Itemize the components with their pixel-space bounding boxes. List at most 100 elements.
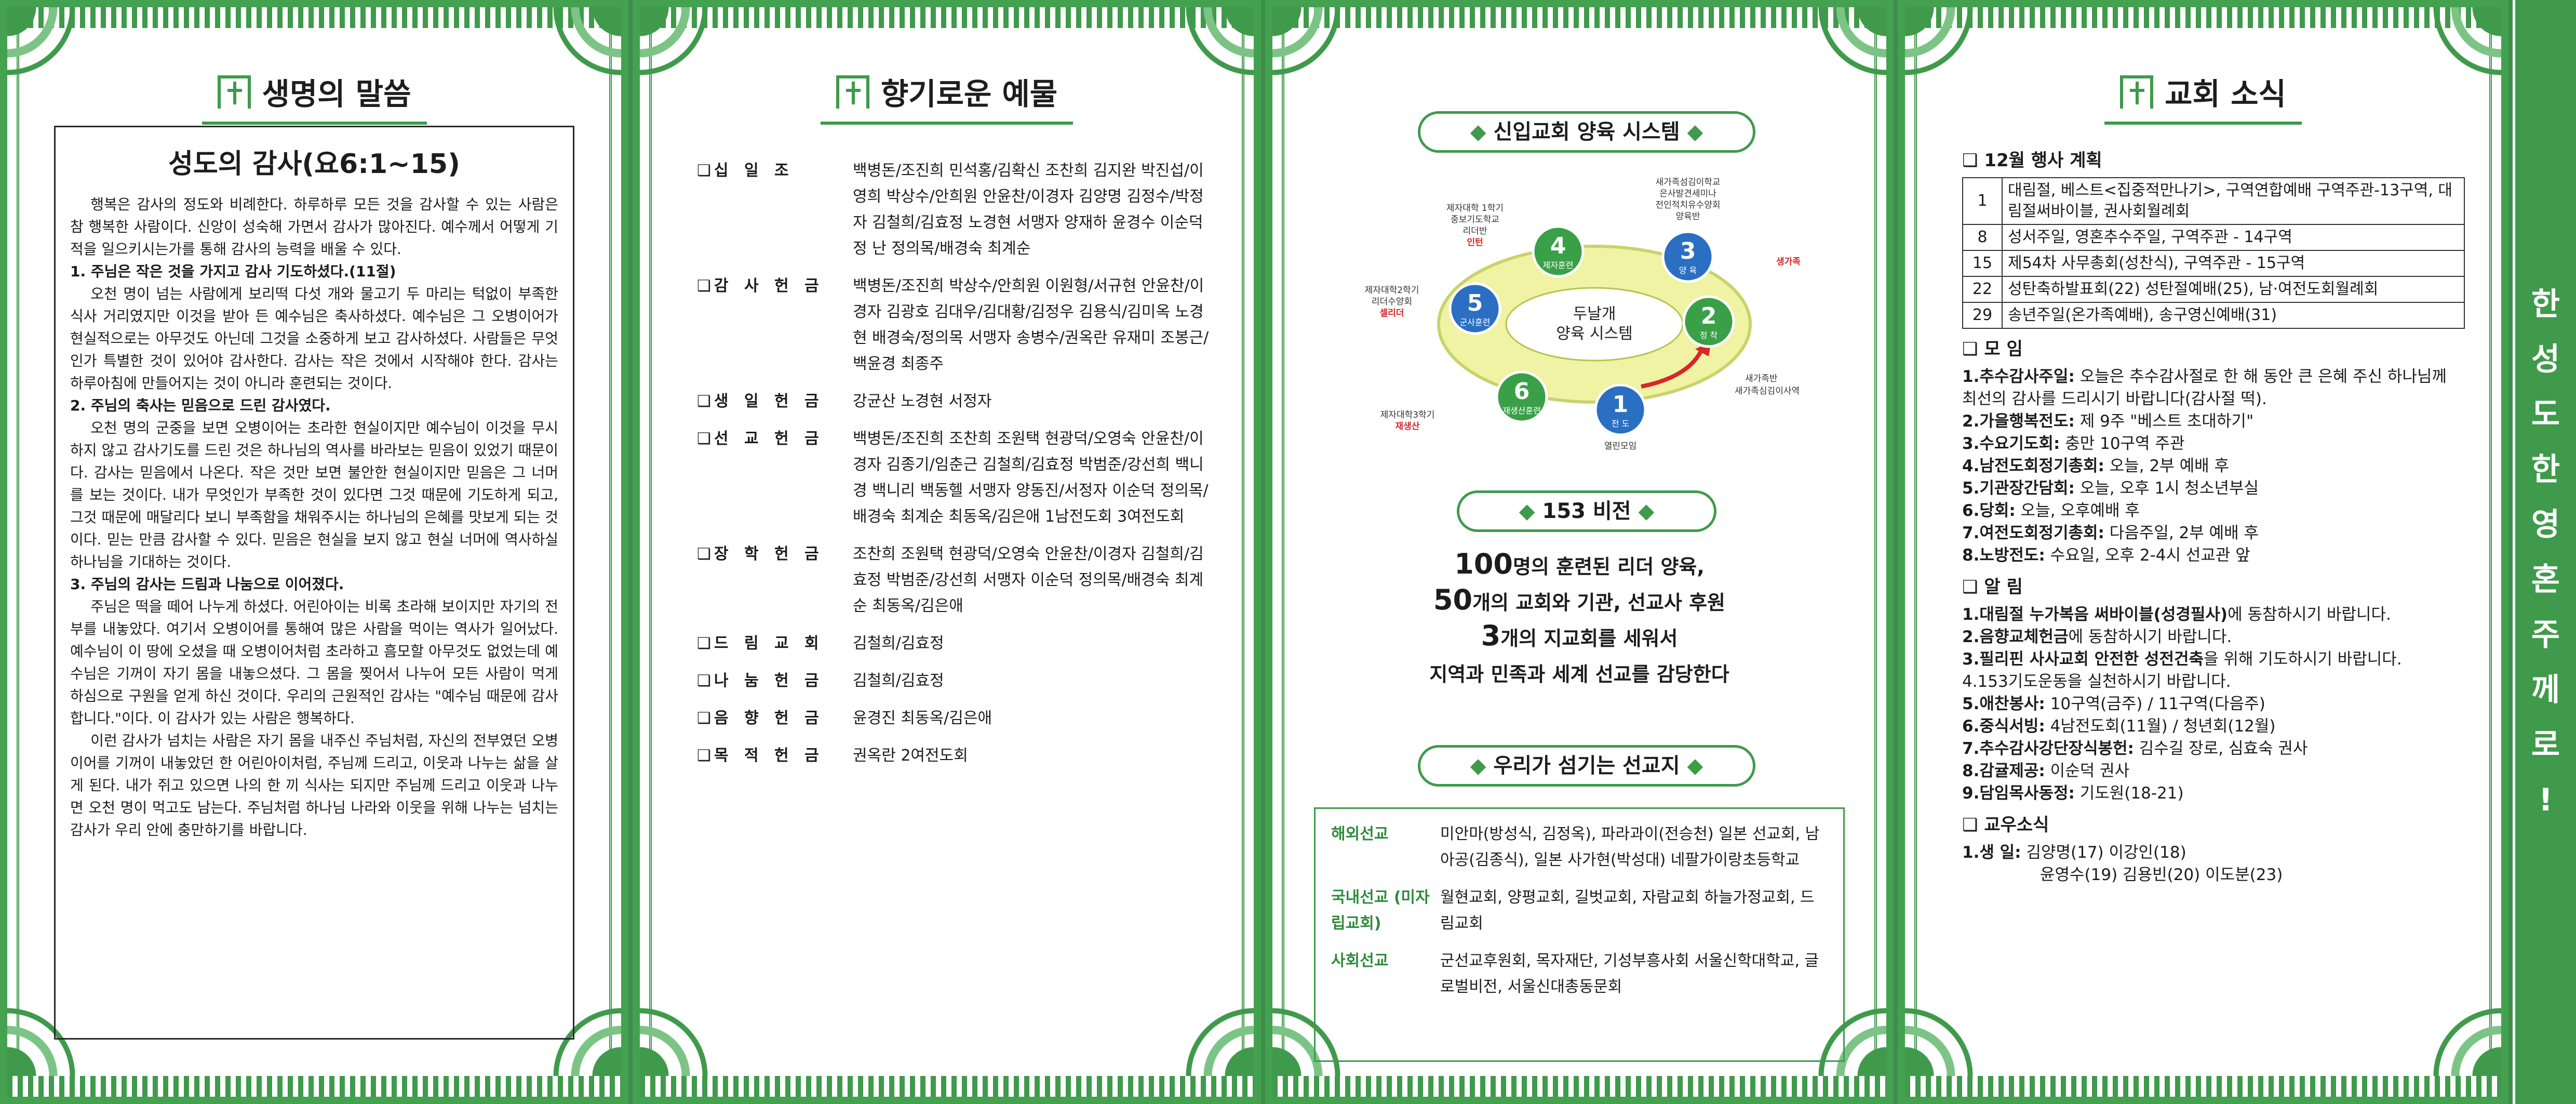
notice-item: 1.대림절 누가복음 써바이블(성경필사)에 동참하시기 바랍니다.: [1962, 604, 2465, 626]
annotation: 리더수양회: [1372, 297, 1412, 307]
notice-text: 을 위해 기도하시기 바랍니다.: [2204, 650, 2402, 669]
offering-label: 생 일 헌 금: [697, 389, 853, 415]
event-day: 8: [1962, 224, 2003, 251]
cross-icon: [2120, 75, 2154, 109]
node-number: 2: [1701, 303, 1717, 329]
vision-number: 3: [1481, 619, 1501, 652]
notice-label: 8.감귤제공:: [1962, 762, 2045, 780]
meeting-item: 4.남전도회정기총회: 오늘, 2부 예배 후: [1962, 455, 2465, 477]
meeting-item: 8.노방전도: 수요일, 오후 2-4시 선교관 앞: [1962, 544, 2465, 567]
mission-label: 국내선교 (미자립교회): [1331, 888, 1430, 933]
notice-label: 5.애찬봉사:: [1962, 695, 2045, 713]
event-day: 15: [1962, 250, 2003, 277]
meeting-label: 5.기관장간담회:: [1962, 479, 2075, 498]
birthday-names-1: 김양명(17) 이강인(18): [2026, 843, 2186, 862]
offering-label: 선 교 헌 금: [697, 426, 853, 530]
offering-names: 조찬희 조원택 현광덕/오영숙 안윤찬/이경자 김철희/김효정 박범준/강선희 …: [853, 545, 1204, 615]
node-circle: [1532, 225, 1585, 278]
vision-title-pill: ◆153 비전◆: [1457, 490, 1716, 532]
corner-ornament: [640, 967, 749, 1076]
offering-names: 권옥란 2여전도회: [853, 747, 968, 765]
offering-names: 백병돈/조진희 민석홍/김확신 조찬희 김지완 박진섭/이영희 박상수/안희원 …: [853, 162, 1204, 258]
event-text: 제54차 사무총회(성찬식), 구역주관 - 15구역: [2002, 250, 2465, 277]
notice-text: 4.153기도운동을 실천하시기 바랍니다.: [1962, 672, 2231, 691]
offering-label: 감 사 헌 금: [697, 273, 853, 377]
vision-text: 개의 지교회를 세워서: [1500, 627, 1678, 650]
notice-text: 에 동참하시기 바랍니다.: [2228, 605, 2391, 624]
mission-title-pill: ◆우리가 섬기는 선교지◆: [1418, 745, 1755, 787]
center-label-2: 양육 시스템: [1556, 325, 1633, 343]
event-text: 성탄축하발표회(22) 성탄절예배(25), 남·여전도회월례회: [2002, 276, 2465, 303]
event-text: 성서주일, 영혼추수주일, 구역주관 - 14구역: [2002, 224, 2465, 251]
sermon-heading: 2. 주님의 축사는 믿음으로 드린 감사였다.: [70, 397, 331, 414]
annotation: 제자대학2학기: [1365, 285, 1419, 296]
notice-label: 1.대림절 누가복음 써바이블(성경필사): [1962, 605, 2228, 624]
sermon-paragraph: 오천 명의 군중을 보면 오병이어는 초라한 현실이지만 예수님이 이것을 무시…: [70, 419, 558, 570]
notice-item: 3.필리핀 사사교회 안전한 성전건축을 위해 기도하시기 바랍니다.: [1962, 648, 2465, 671]
node-number: 4: [1550, 233, 1566, 259]
node-circle: [1682, 295, 1735, 348]
notice-label: 9.담임목사동정:: [1962, 784, 2075, 803]
offering-names: 강균산 노경현 서정자: [853, 392, 992, 410]
mission-label: 해외선교: [1331, 825, 1389, 843]
sermon-paragraph: 주님은 떡을 떼어 나누게 하셨다. 어린아이는 비록 초라해 보이지만 자기의…: [70, 598, 558, 727]
meeting-label: 4.남전도회정기총회:: [1962, 457, 2104, 475]
events-heading: 12월 행사 계획: [1962, 150, 2465, 172]
node-circle: [1661, 230, 1714, 283]
vision-text: 개의 교회와 기관, 선교사 후원: [1472, 591, 1726, 614]
event-day: 22: [1962, 276, 2003, 303]
corner-ornament: [1777, 7, 1886, 116]
notice-label: 6.중식서빙:: [1962, 717, 2045, 736]
offering-names: 김철희/김효정: [853, 634, 944, 653]
cross-icon: [836, 75, 869, 109]
event-day: 29: [1962, 302, 2003, 329]
node-number: 6: [1514, 378, 1530, 405]
notice-text: 10구역(금주) / 11구역(다음주): [2045, 695, 2265, 713]
notice-item: 7.추수감사강단장식봉헌: 김수길 장로, 심효숙 권사: [1962, 738, 2465, 760]
annotation-red: 셀리더: [1380, 308, 1404, 318]
mission-row: 국내선교 (미자립교회)월현교회, 양평교회, 길벗교회, 자람교회 하늘가정교…: [1331, 885, 1828, 937]
corner-ornament: [1145, 967, 1254, 1076]
meeting-item: 3.수요기도회: 충만 10구역 주관: [1962, 433, 2465, 455]
offering-names: 백병돈/조진희 조찬희 조원택 현광덕/오영숙 안윤찬/이경자 김종기/임춘근 …: [853, 430, 1209, 526]
offering-names: 백병돈/조진희 박상수/안희원 이원형/서규현 안윤찬/이경자 김광호 김대우/…: [853, 277, 1209, 373]
panel-title: 교회 소식: [2104, 70, 2302, 125]
mission-text: 월현교회, 양평교회, 길벗교회, 자람교회 하늘가정교회, 드림교회: [1440, 888, 1815, 933]
offering-names: 윤경진 최동옥/김은애: [853, 709, 992, 727]
notice-item: 5.애찬봉사: 10구역(금주) / 11구역(다음주): [1962, 693, 2465, 715]
vision-text: 지역과 민족과 세계 선교를 감당한다: [1429, 663, 1729, 686]
panel-title-text: 향기로운 예물: [880, 76, 1058, 112]
motto-char: 성: [2531, 341, 2560, 378]
notice-text: 에 동참하시기 바랍니다.: [2068, 628, 2232, 646]
sermon-paragraph: 이런 감사가 넘치는 사람은 자기 몸을 내주신 주님처럼, 자신의 전부였던 …: [70, 732, 558, 839]
notices-heading: 알 림: [1962, 576, 2465, 598]
panel-title-text: 생명의 말씀: [262, 76, 411, 112]
panel-title-text: 교회 소식: [2165, 76, 2286, 112]
mission-label: 사회선교: [1331, 952, 1389, 970]
meeting-label: 1.추수감사주일:: [1962, 367, 2075, 386]
members-heading: 교우소식: [1962, 814, 2465, 836]
meetings-list: 1.추수감사주일: 오늘은 추수감사절로 한 해 동안 큰 은혜 주신 하나님께…: [1962, 366, 2465, 567]
node-label: 군사훈련: [1460, 317, 1491, 327]
meeting-item: 7.여전도회정기총회: 다음주일, 2부 예배 후: [1962, 522, 2465, 544]
motto-char: 한: [2531, 286, 2560, 323]
corner-ornament: [1905, 967, 2014, 1076]
annotation: 중보기도학교: [1451, 215, 1499, 225]
annotation: 은사발견세미나: [1659, 189, 1716, 199]
corner-ornament: [2392, 967, 2501, 1076]
